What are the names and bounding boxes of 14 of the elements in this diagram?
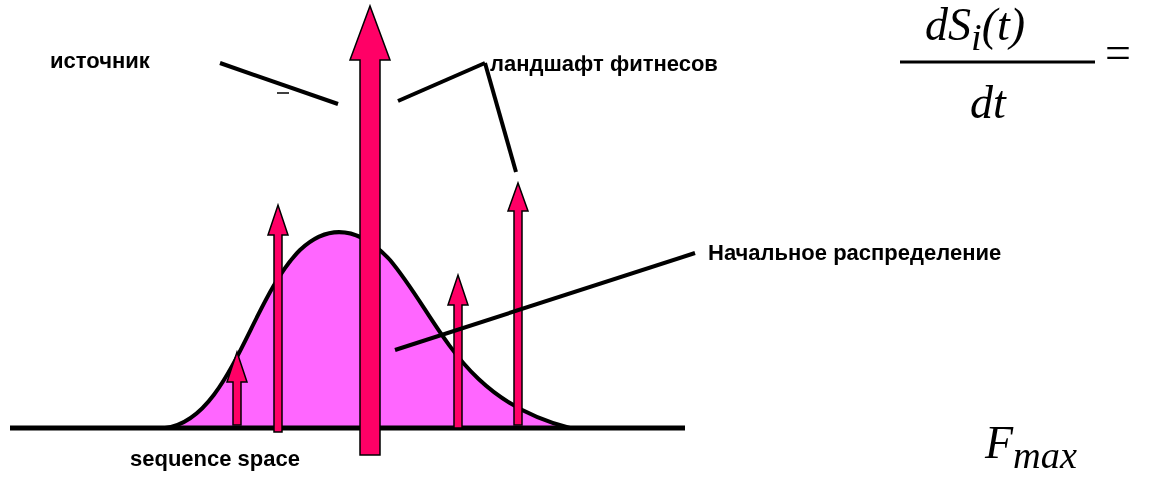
fitness-arrow: [348, 3, 392, 456]
equals-sign: =: [1105, 30, 1131, 76]
callout-label: Начальное распределение: [708, 240, 1002, 266]
leader-line: [219, 61, 339, 106]
leader-line: [394, 251, 696, 352]
axis-label: sequence space: [130, 446, 300, 472]
leader-line: [397, 61, 486, 103]
formula-denominator: dt: [970, 80, 1006, 126]
fitness-arrow: [506, 180, 530, 426]
formula-numerator: dS$_{i}$(t): [925, 2, 1026, 57]
formula-symbol: F$_{max}$: [985, 420, 1077, 475]
leader-line: [483, 62, 518, 173]
callout-label: ландшафт фитнесов: [490, 51, 718, 77]
callout-label: источник: [50, 48, 150, 74]
